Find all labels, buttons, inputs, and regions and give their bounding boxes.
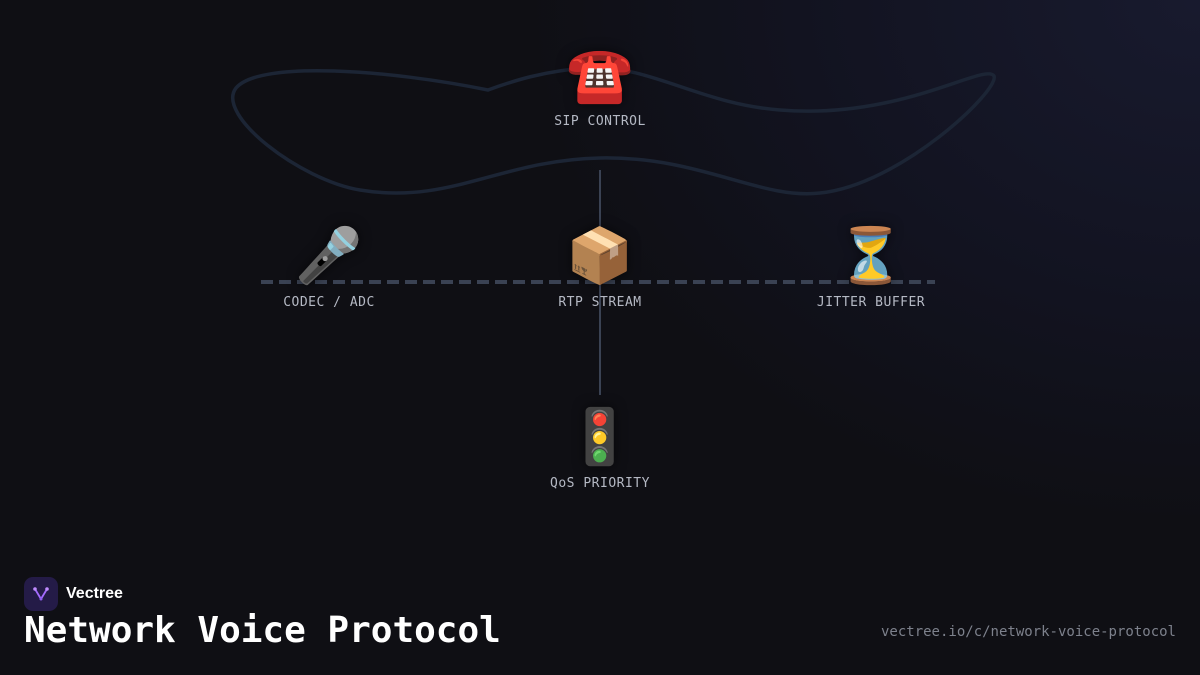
node-label: RTP STREAM <box>558 295 642 310</box>
node-qos-priority: 🚦 QoS PRIORITY <box>500 405 700 492</box>
page-title: Network Voice Protocol <box>24 610 501 651</box>
node-label: CODEC / ADC <box>283 295 375 310</box>
brand: Vectree <box>24 577 123 611</box>
package-icon: 📦 <box>566 224 634 287</box>
node-codec-adc: 🎤 CODEC / ADC <box>229 224 429 311</box>
hourglass-icon: ⏳ <box>837 224 905 287</box>
decorative-curve <box>231 66 996 196</box>
telephone-icon: ☎️ <box>566 43 634 106</box>
node-sip-control: ☎️ SIP CONTROL <box>500 43 700 130</box>
traffic-light-icon: 🚦 <box>566 405 634 468</box>
node-rtp-stream: 📦 RTP STREAM <box>500 224 700 311</box>
node-label: JITTER BUFFER <box>816 295 926 310</box>
node-label: QoS PRIORITY <box>550 476 650 491</box>
brand-name: Vectree <box>66 585 123 602</box>
node-jitter-buffer: ⏳ JITTER BUFFER <box>771 224 971 311</box>
microphone-icon: 🎤 <box>295 224 363 287</box>
vectree-logo-icon <box>24 577 58 611</box>
page-url: vectree.io/c/network-voice-protocol <box>880 624 1176 640</box>
node-label: SIP CONTROL <box>554 114 646 129</box>
